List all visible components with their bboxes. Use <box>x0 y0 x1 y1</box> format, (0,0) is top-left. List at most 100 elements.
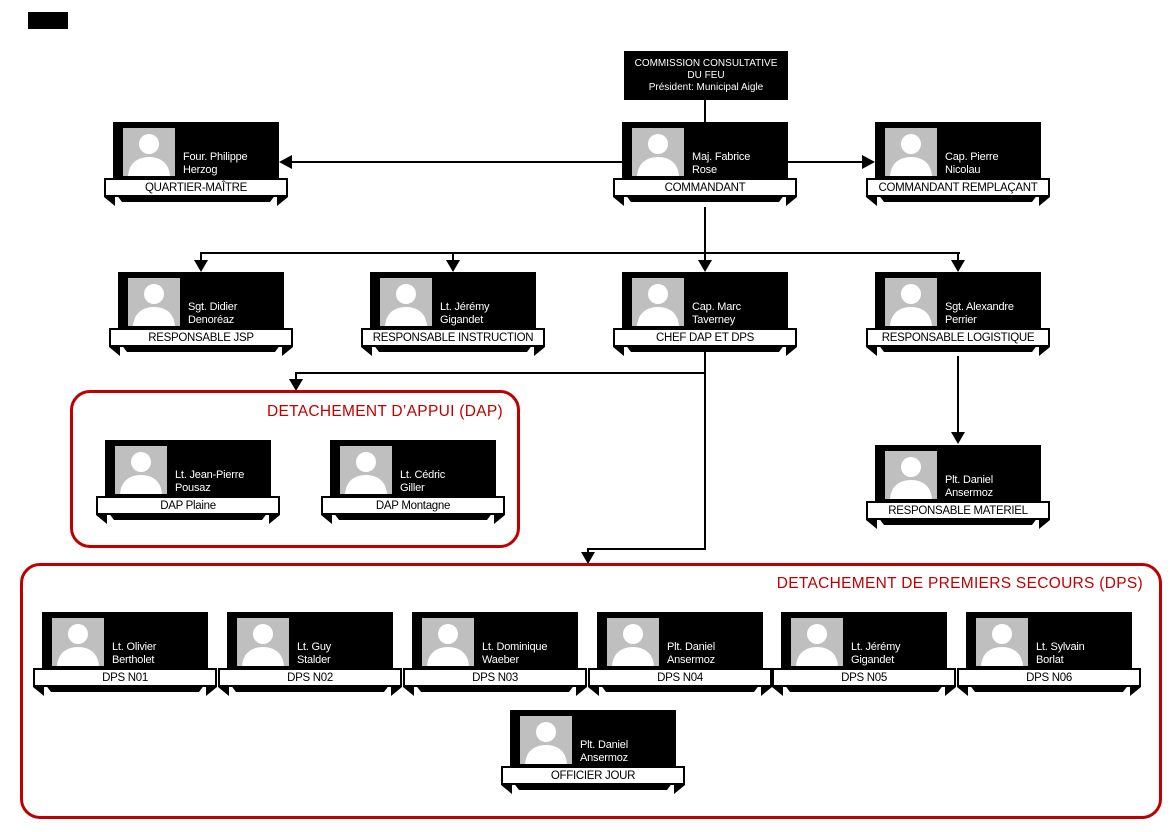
role-banner: DAP Plaine <box>96 496 280 515</box>
person-photo-placeholder <box>520 716 572 764</box>
person-photo-placeholder <box>115 446 167 494</box>
person-photo-placeholder <box>128 278 180 326</box>
role-banner: DPS N04 <box>588 668 772 687</box>
ribbon-fold-right <box>786 347 797 356</box>
ribbon-fold-left <box>33 687 44 696</box>
role-banner: RESPONSABLE INSTRUCTION <box>361 328 545 347</box>
role-banner: OFFICIER JOUR <box>501 766 685 785</box>
person-photo-placeholder <box>340 446 392 494</box>
connector-chef-dps <box>587 548 706 550</box>
person-photo-placeholder <box>422 618 474 666</box>
ribbon-fold-left <box>613 197 624 206</box>
role-banner: DPS N01 <box>33 668 217 687</box>
connector-bus-jsp <box>200 252 202 261</box>
connector-dps-stub <box>587 548 589 553</box>
role-banner: RESPONSABLE LOGISTIQUE <box>866 328 1050 347</box>
connector-commandant-quartier-maitre <box>292 161 622 163</box>
person-photo-placeholder <box>976 618 1028 666</box>
ribbon-fold-right <box>1039 197 1050 206</box>
person-photo-placeholder <box>791 618 843 666</box>
role-banner: COMMANDANT REMPLAÇANT <box>866 178 1050 197</box>
connector-chef-down <box>704 352 706 549</box>
arrowhead-to-dap-section <box>289 379 303 391</box>
person-silhouette-icon <box>128 280 180 326</box>
ribbon-fold-left <box>361 347 372 356</box>
ribbon-fold-left <box>96 515 107 524</box>
person-silhouette-icon <box>976 620 1028 666</box>
person-photo-placeholder <box>885 128 937 176</box>
commission-title: COMMISSION CONSULTATIVE DU FEU <box>634 57 778 81</box>
connector-commission-commandant <box>704 100 706 122</box>
ribbon-fold-left <box>218 687 229 696</box>
person-silhouette-icon <box>885 130 937 176</box>
person-photo-placeholder <box>380 278 432 326</box>
ribbon-fold-left <box>321 515 332 524</box>
arrowhead-to-materiel <box>951 432 965 444</box>
role-banner: RESPONSABLE MATERIEL <box>866 501 1050 520</box>
ribbon-fold-left <box>866 197 877 206</box>
person-silhouette-icon <box>52 620 104 666</box>
logo-mark <box>28 12 68 29</box>
arrowhead-to-quartier-maitre <box>279 155 292 169</box>
person-photo-placeholder <box>607 618 659 666</box>
connector-dap-stub <box>295 372 297 380</box>
role-banner: RESPONSABLE JSP <box>109 328 293 347</box>
role-banner: DPS N06 <box>957 668 1141 687</box>
ribbon-fold-right <box>1039 520 1050 529</box>
ribbon-fold-right <box>786 197 797 206</box>
person-silhouette-icon <box>632 130 684 176</box>
ribbon-fold-right <box>945 687 956 696</box>
dap-section-title: DETACHEMENT D’APPUI (DAP) <box>266 403 503 420</box>
person-photo-placeholder <box>123 128 175 176</box>
person-photo-placeholder <box>632 128 684 176</box>
commission-president: Président: Municipal Aigle <box>648 81 764 93</box>
ribbon-fold-left <box>613 347 624 356</box>
connector-chef-dap <box>295 372 705 374</box>
role-banner: COMMANDANT <box>613 178 797 197</box>
person-silhouette-icon <box>885 280 937 326</box>
arrowhead-to-logistique <box>951 260 965 272</box>
ribbon-fold-right <box>391 687 402 696</box>
arrowhead-to-remplacant <box>862 155 875 169</box>
connector-commandant-down <box>704 207 706 253</box>
ribbon-fold-right <box>282 347 293 356</box>
dps-section-title: DETACHEMENT DE PREMIERS SECOURS (DPS) <box>776 575 1143 592</box>
connector-bus-instruction <box>452 252 454 261</box>
person-silhouette-icon <box>340 448 392 494</box>
ribbon-fold-right <box>674 785 685 794</box>
ribbon-fold-left <box>957 687 968 696</box>
person-silhouette-icon <box>632 280 684 326</box>
role-banner: QUARTIER-MAÎTRE <box>104 178 288 197</box>
ribbon-fold-left <box>866 347 877 356</box>
person-silhouette-icon <box>380 280 432 326</box>
role-banner: DPS N02 <box>218 668 402 687</box>
ribbon-fold-right <box>1039 347 1050 356</box>
dps-section: DETACHEMENT DE PREMIERS SECOURS (DPS) <box>20 563 1162 819</box>
ribbon-fold-right <box>206 687 217 696</box>
